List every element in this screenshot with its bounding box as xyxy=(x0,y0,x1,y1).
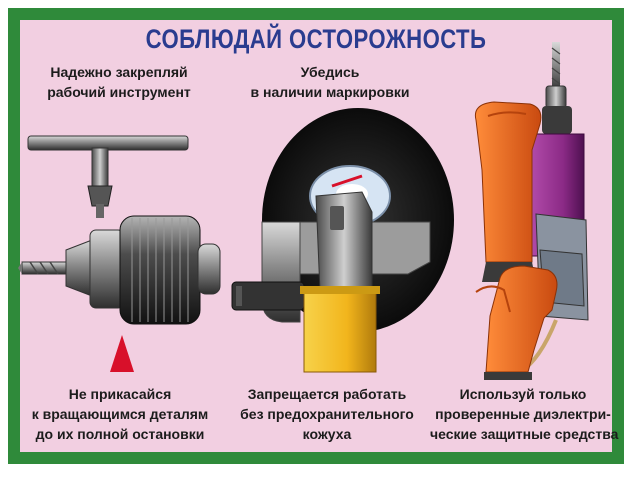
angle-grinder-illustration xyxy=(231,108,454,373)
caption-drill-bottom: Используй только проверенные диэлектри- … xyxy=(430,384,619,444)
caption-line: ческие защитные средства xyxy=(430,426,619,442)
caption-line: в наличии маркировки xyxy=(250,84,410,100)
caption-line: без предохранительного xyxy=(240,406,414,422)
caption-line: Убедись xyxy=(300,64,360,80)
caption-line: рабочий инструмент xyxy=(47,84,191,100)
caption-line: Не прикасайся xyxy=(68,386,172,402)
caption-line: к вращающимся деталям xyxy=(31,406,209,422)
caption-line: проверенные диэлектри- xyxy=(435,406,611,422)
poster-title: СОБЛЮДАЙ ОСТОРОЖНОСТЬ xyxy=(145,24,487,54)
drill-chuck-with-key-illustration xyxy=(18,135,221,372)
caption-line: Надежно закрепляй xyxy=(50,64,188,80)
caption-line: до их полной остановки xyxy=(35,426,205,442)
warning-arrow-icon xyxy=(110,335,134,372)
caption-line: Используй только xyxy=(459,386,587,402)
caption-grinder-bottom: Запрещается работать без предохранительн… xyxy=(234,384,420,444)
hand-drill-with-gloves-illustration xyxy=(474,42,589,380)
caption-line: кожуха xyxy=(302,426,352,442)
caption-chuck-top: Надежно закрепляй рабочий инструмент xyxy=(36,62,202,102)
caption-chuck-bottom: Не прикасайся к вращающимся деталям до и… xyxy=(20,384,220,444)
caption-line: Запрещается работать xyxy=(247,386,407,402)
caption-grinder-top: Убедись в наличии маркировки xyxy=(250,62,410,102)
bottom-margin xyxy=(0,468,640,480)
